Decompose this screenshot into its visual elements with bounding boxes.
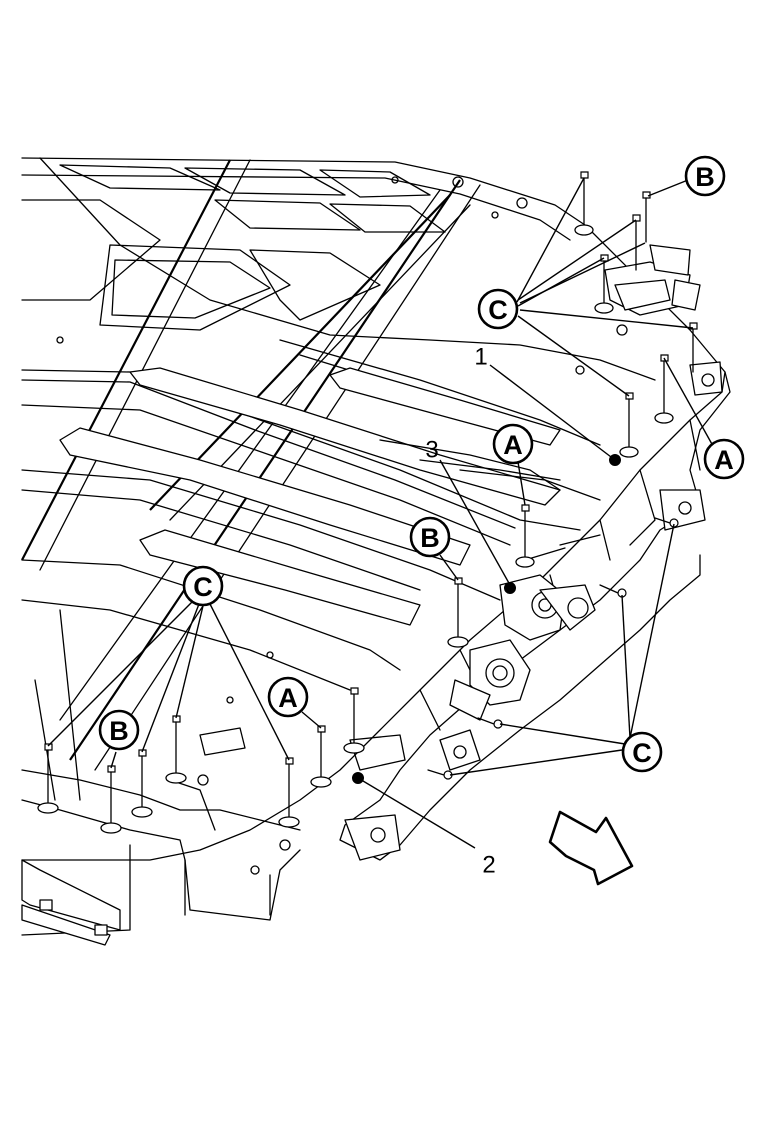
callout-letter: C <box>632 738 652 768</box>
callout-c-right: C <box>621 731 663 773</box>
bolt[interactable] <box>285 757 294 821</box>
bolt[interactable] <box>521 504 530 561</box>
bolt[interactable] <box>138 749 147 811</box>
bolt[interactable] <box>454 577 463 641</box>
callout-letter: A <box>714 445 734 475</box>
bolt-seats <box>37 224 674 834</box>
callout-c-top: C <box>477 288 519 330</box>
item-2-marker <box>352 772 364 784</box>
direction-arrow-icon <box>548 810 634 886</box>
vertical-bolts <box>44 171 698 826</box>
bolt[interactable] <box>580 171 589 229</box>
callout-b-top: B <box>684 155 726 197</box>
bolt[interactable] <box>350 687 359 746</box>
callout-b-left: B <box>98 709 140 751</box>
callout-letter: C <box>488 295 508 325</box>
bolt[interactable] <box>172 715 181 776</box>
side-bolts <box>427 517 679 780</box>
tray-front-edge <box>21 609 301 946</box>
callout-letter: B <box>109 716 129 746</box>
item-3-label: 3 <box>425 437 438 464</box>
connector-assembly <box>349 244 723 771</box>
item-2-label: 2 <box>482 852 495 879</box>
item-1-marker <box>609 454 621 466</box>
bolt[interactable] <box>107 765 116 826</box>
bolt[interactable] <box>632 214 641 271</box>
callout-a-right: A <box>703 438 745 480</box>
callout-letter: C <box>193 572 213 602</box>
callout-c-left: C <box>182 565 224 607</box>
item-1-label: 1 <box>474 344 487 371</box>
item-3-marker <box>504 582 516 594</box>
tray-top-surface <box>21 157 726 861</box>
leader-lines <box>47 177 714 849</box>
tray-holes <box>56 176 628 786</box>
bolt[interactable] <box>625 392 634 451</box>
bolt[interactable] <box>427 769 453 780</box>
callout-letter: A <box>503 430 523 460</box>
callout-letter: B <box>420 523 440 553</box>
callout-a-left: A <box>267 676 309 718</box>
item-markers <box>352 454 621 784</box>
callout-letter: B <box>695 162 715 192</box>
bolt[interactable] <box>642 191 651 243</box>
bolt[interactable] <box>477 717 503 729</box>
tray-side-flange <box>339 371 731 861</box>
battery-module-rows <box>21 339 601 691</box>
bolt[interactable] <box>654 517 679 528</box>
callout-letter: A <box>278 683 298 713</box>
bolt[interactable] <box>317 725 326 781</box>
bolt[interactable] <box>599 584 627 598</box>
callout-b-middle: B <box>409 516 451 558</box>
callout-a-middle: A <box>492 423 534 465</box>
